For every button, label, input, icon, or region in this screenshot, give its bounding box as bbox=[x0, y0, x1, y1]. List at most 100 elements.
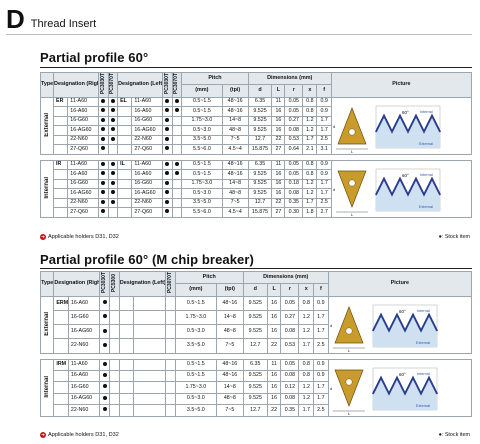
col-f-header: f bbox=[316, 84, 332, 98]
f-cell: 1.7 bbox=[313, 381, 329, 394]
stock-dot bbox=[165, 171, 170, 176]
stock-item-legend: ●: Stock item bbox=[438, 432, 470, 438]
grade-stock-cell bbox=[107, 106, 119, 117]
group-spacer bbox=[40, 353, 472, 360]
pitch-tpi-cell: 48~16 bbox=[221, 106, 249, 117]
col-pitch-mm-header: (mm) bbox=[174, 283, 217, 297]
stock-dot bbox=[110, 117, 115, 122]
r-cell: 0.27 bbox=[280, 309, 300, 326]
dimension-label-d: d bbox=[333, 124, 335, 129]
insert-hole bbox=[348, 179, 356, 186]
external-label: External bbox=[416, 341, 430, 345]
grade-stock-cell bbox=[107, 169, 119, 180]
d-cell: 9.525 bbox=[247, 125, 273, 136]
x-cell: 0.8 bbox=[302, 169, 318, 180]
L-cell: 27 bbox=[271, 144, 286, 155]
grade-stock-cell bbox=[171, 178, 183, 190]
x-cell: 1.2 bbox=[302, 188, 318, 199]
grade-stock-cell bbox=[171, 96, 183, 108]
x-cell: 0.8 bbox=[302, 159, 318, 171]
prefix-left-cell bbox=[118, 404, 135, 417]
prefix-right-cell: ER bbox=[53, 96, 69, 108]
external-label: External bbox=[416, 404, 430, 408]
r-cell: 0.05 bbox=[284, 169, 304, 180]
x-cell: 1.2 bbox=[298, 392, 315, 406]
grade-stock-cell bbox=[171, 197, 183, 209]
stock-dot bbox=[102, 372, 107, 377]
prefix-right-cell bbox=[53, 324, 69, 340]
d-cell: 12.7 bbox=[242, 338, 268, 354]
stock-dot bbox=[165, 209, 170, 214]
stock-dot bbox=[165, 98, 170, 103]
grade-stock-cell bbox=[98, 96, 109, 108]
stock-dot bbox=[101, 136, 106, 141]
stock-dot bbox=[174, 108, 179, 113]
designation-left-cell: 27-Q60 bbox=[131, 144, 164, 155]
grade-stock-cell bbox=[99, 309, 111, 326]
prefix-left-cell bbox=[117, 115, 133, 127]
stock-dot bbox=[165, 199, 170, 204]
grade-stock-cell bbox=[109, 381, 120, 394]
r-cell: 0.27 bbox=[284, 115, 304, 127]
x-cell: 1.8 bbox=[302, 207, 318, 218]
d-cell: 9.525 bbox=[247, 188, 273, 199]
prefix-left-cell bbox=[118, 338, 135, 354]
designation-right-cell: 11-A60 bbox=[67, 358, 101, 371]
pitch-mm-cell: 0.5~3.0 bbox=[174, 392, 217, 406]
designation-right-cell: 11-A60 bbox=[67, 96, 100, 108]
prefix-left-cell bbox=[118, 295, 135, 311]
col-d-header: d bbox=[242, 283, 268, 297]
f-cell: 0.9 bbox=[316, 106, 332, 117]
pitch-mm-cell: 0.5~1.5 bbox=[174, 369, 217, 383]
angle-label: 60° bbox=[399, 309, 406, 314]
L-cell: 16 bbox=[266, 324, 282, 340]
pitch-tpi-cell: 7~5 bbox=[221, 197, 249, 209]
L-cell: 22 bbox=[266, 338, 282, 354]
designation-left-cell bbox=[133, 358, 166, 371]
prefix-right-cell bbox=[53, 404, 69, 417]
type-cell: Internal bbox=[39, 358, 55, 417]
grade-stock-cell bbox=[162, 134, 173, 146]
thread-profile-edge bbox=[371, 375, 438, 396]
col-grade-header: PC3070T bbox=[107, 72, 119, 98]
type-cell: External bbox=[39, 96, 55, 155]
grade-stock-cell bbox=[107, 178, 119, 190]
grade-stock-cell bbox=[98, 169, 109, 180]
L-cell: 11 bbox=[271, 159, 286, 171]
d-cell: 9.525 bbox=[247, 106, 273, 117]
grade-stock-cell bbox=[171, 144, 183, 155]
L-cell: 11 bbox=[271, 96, 286, 108]
stock-dot bbox=[101, 146, 106, 151]
designation-right-cell: 22-N60 bbox=[67, 338, 101, 354]
pitch-mm-cell: 1.75~3.0 bbox=[174, 309, 217, 326]
f-cell: 2.5 bbox=[316, 197, 332, 209]
r-cell: 0.12 bbox=[280, 381, 300, 394]
f-cell: 2.7 bbox=[316, 207, 332, 218]
r-cell: 0.64 bbox=[284, 144, 304, 155]
grade-stock-cell bbox=[98, 207, 109, 218]
x-cell: 1.2 bbox=[298, 381, 315, 394]
grade-label: PC3070T bbox=[173, 73, 180, 95]
stock-dot bbox=[165, 136, 170, 141]
internal-label: Internal bbox=[417, 309, 430, 313]
grade-stock-cell bbox=[98, 106, 109, 117]
prefix-right-cell bbox=[53, 134, 69, 146]
col-pitch-header: Pitch bbox=[181, 71, 249, 86]
grade-stock-cell bbox=[107, 207, 119, 218]
section-rule bbox=[40, 268, 472, 269]
col-L-header: L bbox=[266, 283, 282, 297]
r-cell: 0.08 bbox=[284, 125, 304, 136]
header-rule bbox=[6, 34, 472, 35]
stock-dot bbox=[110, 171, 115, 176]
stock-dot bbox=[174, 171, 179, 176]
pitch-tpi-cell: 48~8 bbox=[215, 392, 244, 406]
grade-stock-cell bbox=[162, 207, 173, 218]
group-spacer bbox=[40, 154, 472, 161]
prefix-left-cell bbox=[117, 207, 133, 218]
pitch-mm-cell: 0.5~1.5 bbox=[181, 106, 223, 117]
